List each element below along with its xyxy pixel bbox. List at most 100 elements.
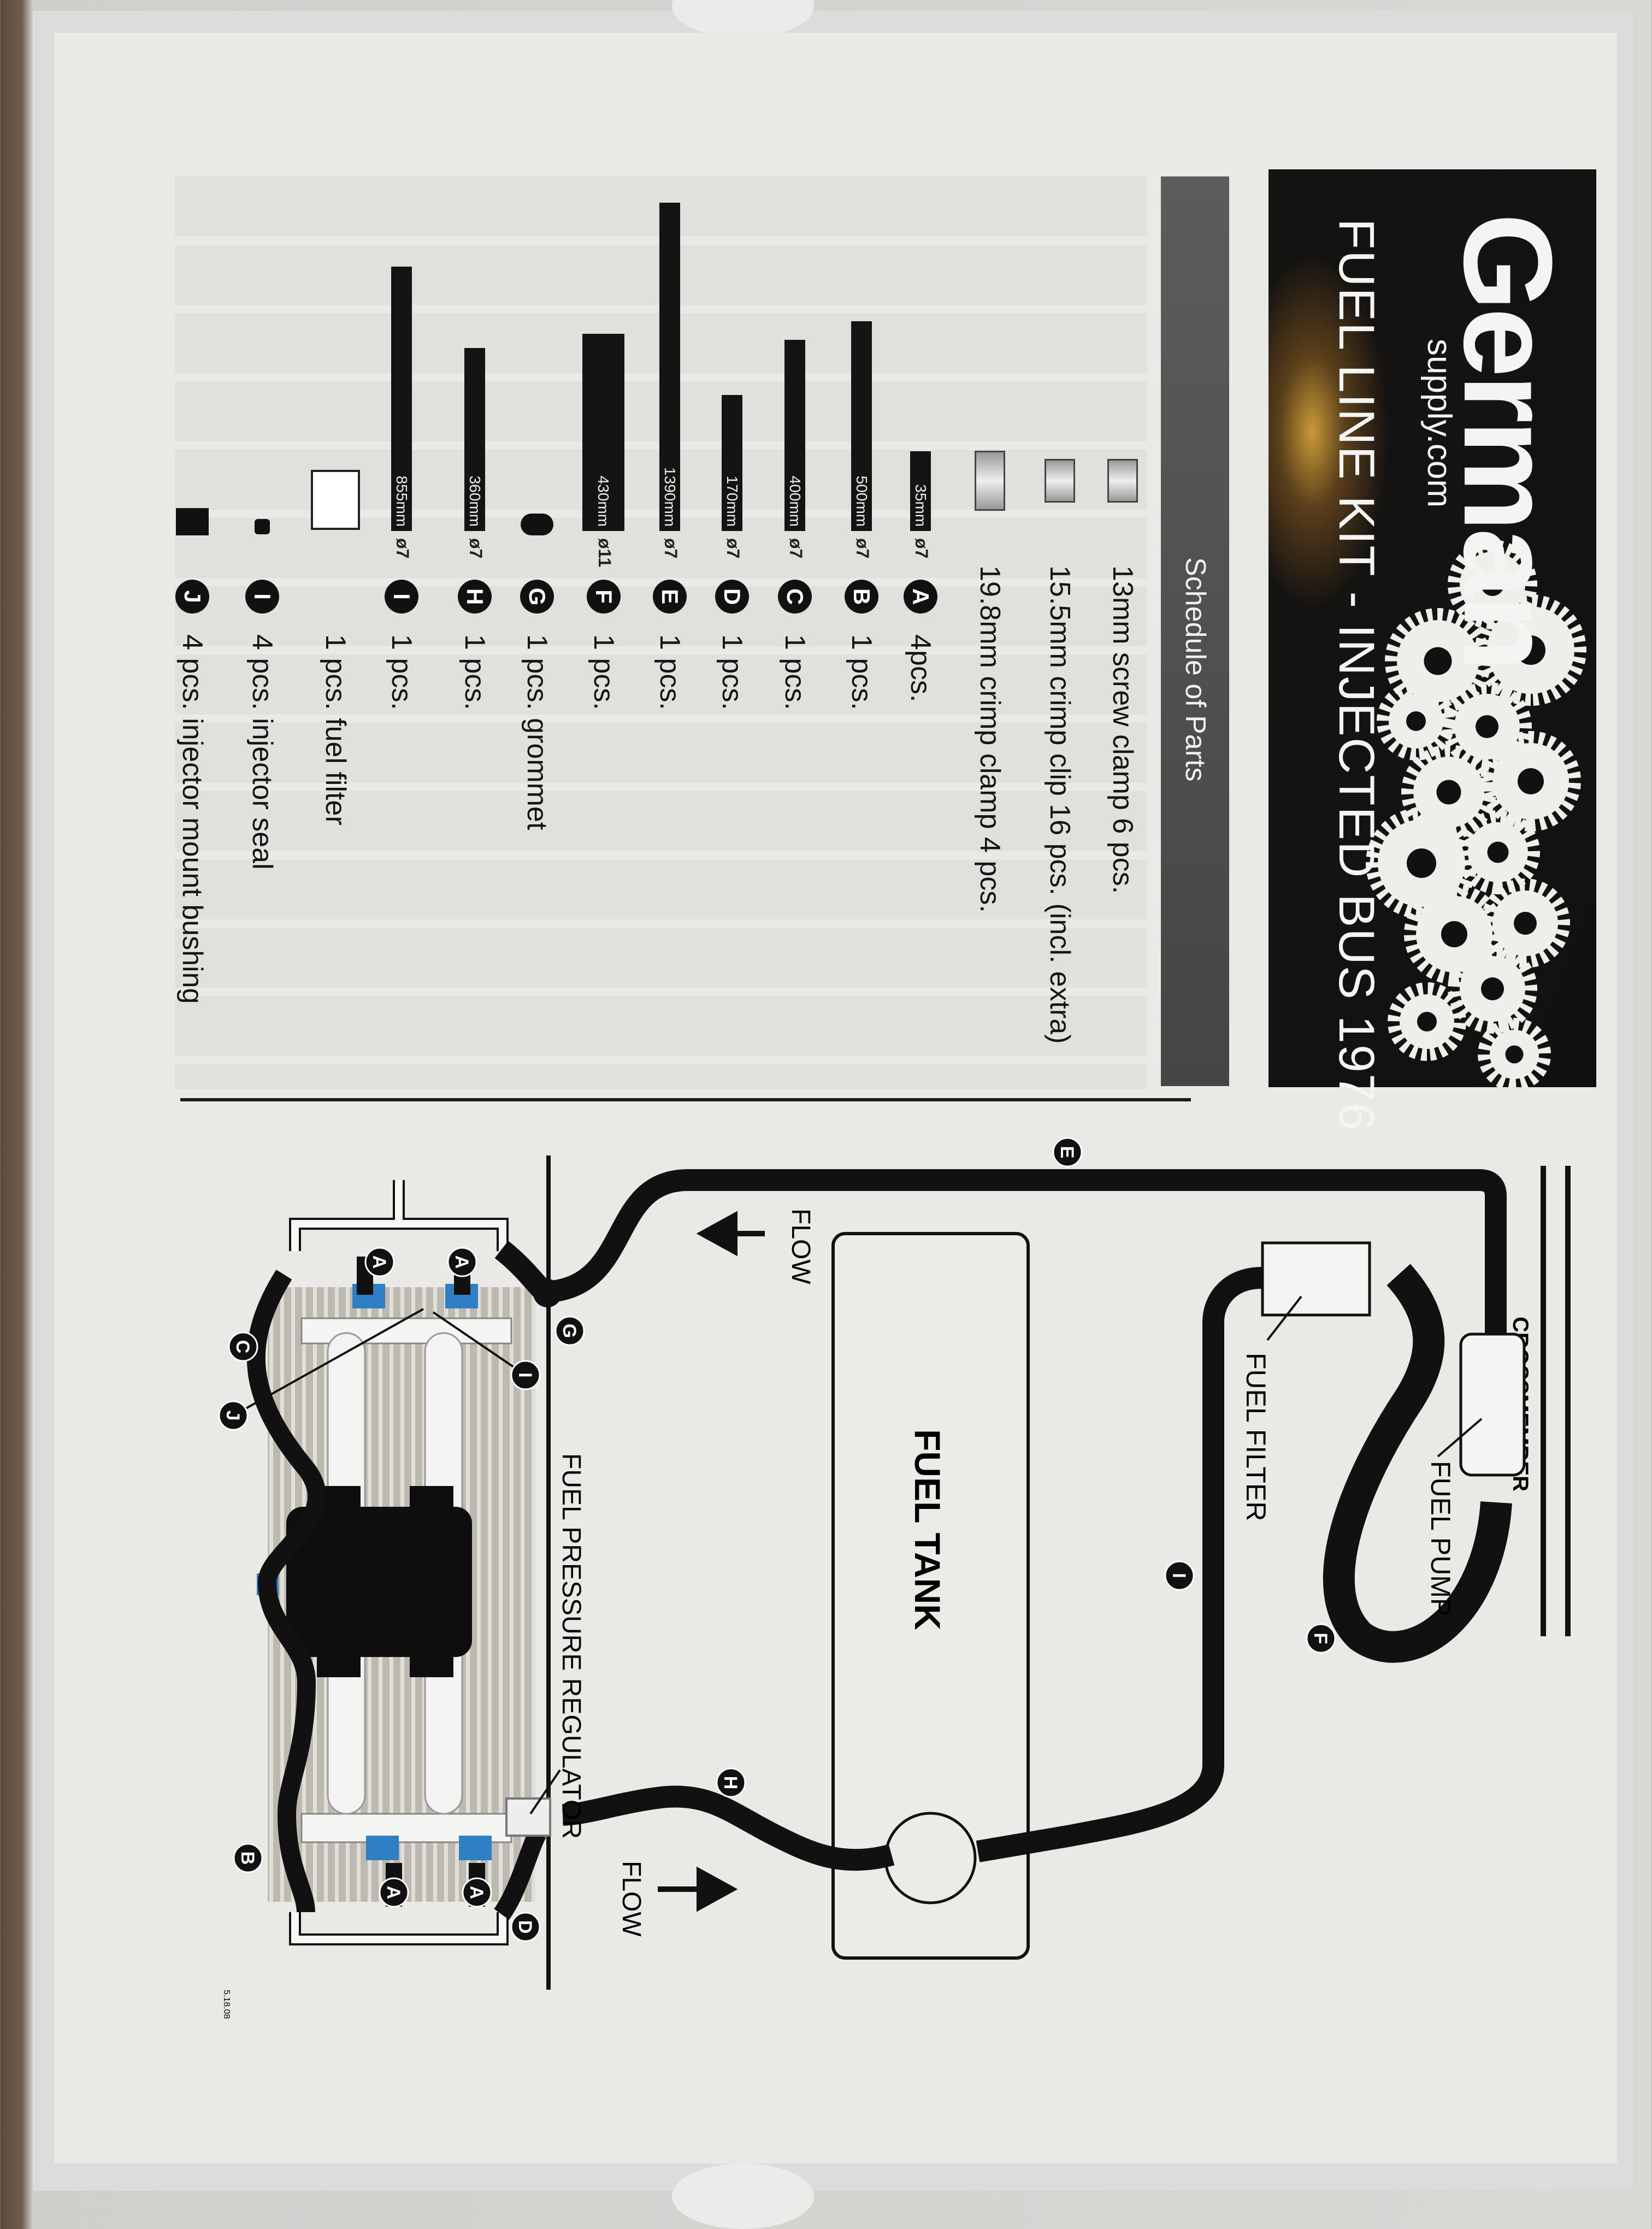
callout-letter: G	[559, 1324, 580, 1338]
gear-icon	[1518, 768, 1544, 794]
gear-icon	[1404, 884, 1504, 984]
fuel-pump-leader	[1437, 1418, 1483, 1458]
callout-letter: J	[222, 1411, 243, 1421]
injector-icon	[459, 1836, 492, 1860]
intake-runner	[410, 1486, 453, 1677]
hose-d	[493, 1828, 546, 1920]
gear-icon	[1436, 780, 1461, 805]
sticker-bottom	[672, 2163, 814, 2229]
callout-labels: E F I H G I C J B D A A A A	[218, 1137, 1336, 1942]
callout-badge	[379, 1877, 409, 1908]
callout-letter: A	[383, 1886, 404, 1900]
flow-label-2: FLOW	[617, 1861, 646, 1937]
gear-icon	[1424, 647, 1452, 675]
gear-icon	[1417, 1012, 1437, 1031]
flow-arrow-down-icon	[696, 1211, 765, 1257]
gear-icon	[1407, 848, 1436, 878]
callout-badge	[447, 1247, 477, 1277]
gear-icon	[1514, 912, 1537, 935]
gear-icon	[1475, 594, 1586, 706]
callout-badge	[1306, 1623, 1336, 1654]
gear-icon	[1478, 1018, 1551, 1087]
footer-code: 5.18.08	[222, 1990, 231, 2019]
callout-a: A	[364, 1247, 395, 1277]
hose-i	[976, 1267, 1262, 1862]
gear-icon	[1476, 715, 1498, 738]
hose-h	[562, 1785, 895, 1871]
gear-icon	[1406, 711, 1426, 731]
hose-f	[1323, 1264, 1512, 1663]
regulator-label: FUEL PRESSURE REGULATOR	[557, 1453, 586, 1839]
fuel-system-diagram: CROSSMEMBER FUEL TANK FUEL PUMP FUEL FIL…	[218, 1137, 1571, 2019]
rail-return-tube	[289, 1912, 509, 1945]
pressure-regulator	[505, 1797, 551, 1837]
callout-letter: A	[466, 1886, 487, 1900]
callout-h: H	[716, 1767, 746, 1798]
callout-j: J	[218, 1400, 249, 1431]
callout-badge	[462, 1877, 492, 1908]
flow-label-1: FLOW	[786, 1208, 815, 1284]
tank-pickup	[884, 1812, 977, 1904]
fuel-pump	[1459, 1332, 1526, 1477]
gear-icon	[1505, 1045, 1524, 1064]
callout-badge	[1164, 1560, 1195, 1591]
gears-logo-icon	[1366, 540, 1586, 1087]
fuel-filter-label: FUEL FILTER	[1241, 1353, 1271, 1521]
callout-badge	[228, 1331, 258, 1362]
gear-icon	[1480, 731, 1581, 832]
callout-letter: F	[1310, 1633, 1331, 1644]
callout-letter: I	[515, 1372, 535, 1377]
callout-i_hose: I	[1164, 1560, 1195, 1591]
gear-icon	[1487, 841, 1509, 863]
callout-badge	[510, 1912, 541, 1942]
fuel-tank	[831, 1232, 1030, 1960]
fuel-pump-label: FUEL PUMP	[1425, 1461, 1456, 1616]
header-banner	[1268, 169, 1596, 1087]
gear-icon	[1516, 635, 1545, 665]
callout-a: A	[379, 1877, 409, 1908]
callout-letter: E	[1057, 1146, 1077, 1159]
fuel-filter-leader	[1266, 1295, 1302, 1341]
instruction-sheet: German supply.com FUEL LINE KIT - INJECT…	[55, 33, 1617, 2163]
callout-badge	[510, 1360, 541, 1390]
callout-d: D	[510, 1912, 541, 1942]
callout-badge	[716, 1767, 746, 1798]
flow-arrow-up-icon	[658, 1866, 738, 1912]
gear-icon	[1481, 977, 1504, 1000]
i-leader	[432, 1311, 527, 1376]
callout-badge	[218, 1400, 249, 1431]
callout-badge	[554, 1316, 585, 1346]
callout-b: B	[233, 1843, 263, 1873]
injector-icon	[366, 1836, 399, 1860]
rail-return-tube	[291, 1912, 506, 1943]
callout-letter: C	[232, 1340, 253, 1354]
callout-f: F	[1306, 1623, 1336, 1654]
gear-icon	[1388, 982, 1466, 1061]
grommet-icon	[533, 1279, 562, 1307]
callout-badge	[364, 1247, 395, 1277]
callout-a: A	[462, 1877, 492, 1908]
callout-c: C	[228, 1331, 258, 1362]
gear-icon	[1377, 682, 1455, 760]
fuel-tank-label: FUEL TANK	[907, 1429, 948, 1630]
callout-e: E	[1052, 1137, 1083, 1167]
callout-badge	[233, 1843, 263, 1873]
gear-icon	[1480, 878, 1570, 968]
callout-letter: A	[451, 1255, 472, 1269]
callout-i_seal: I	[510, 1360, 541, 1390]
regulator-leader	[529, 1769, 561, 1815]
callout-a: A	[447, 1247, 477, 1277]
fuel-filter	[1261, 1241, 1371, 1317]
callout-letter: H	[720, 1776, 741, 1790]
callout-letter: B	[237, 1851, 258, 1865]
hose-e	[533, 1169, 1507, 1344]
callout-letter: D	[515, 1920, 535, 1934]
gear-icon	[1481, 573, 1504, 596]
intake-runner	[317, 1486, 361, 1677]
rail-feed-tube	[291, 1180, 506, 1251]
j-leader	[233, 1308, 424, 1417]
callout-badge	[1052, 1137, 1083, 1167]
gear-icon	[1441, 921, 1467, 947]
callout-g: G	[554, 1316, 585, 1346]
callout-letter: A	[369, 1255, 390, 1269]
